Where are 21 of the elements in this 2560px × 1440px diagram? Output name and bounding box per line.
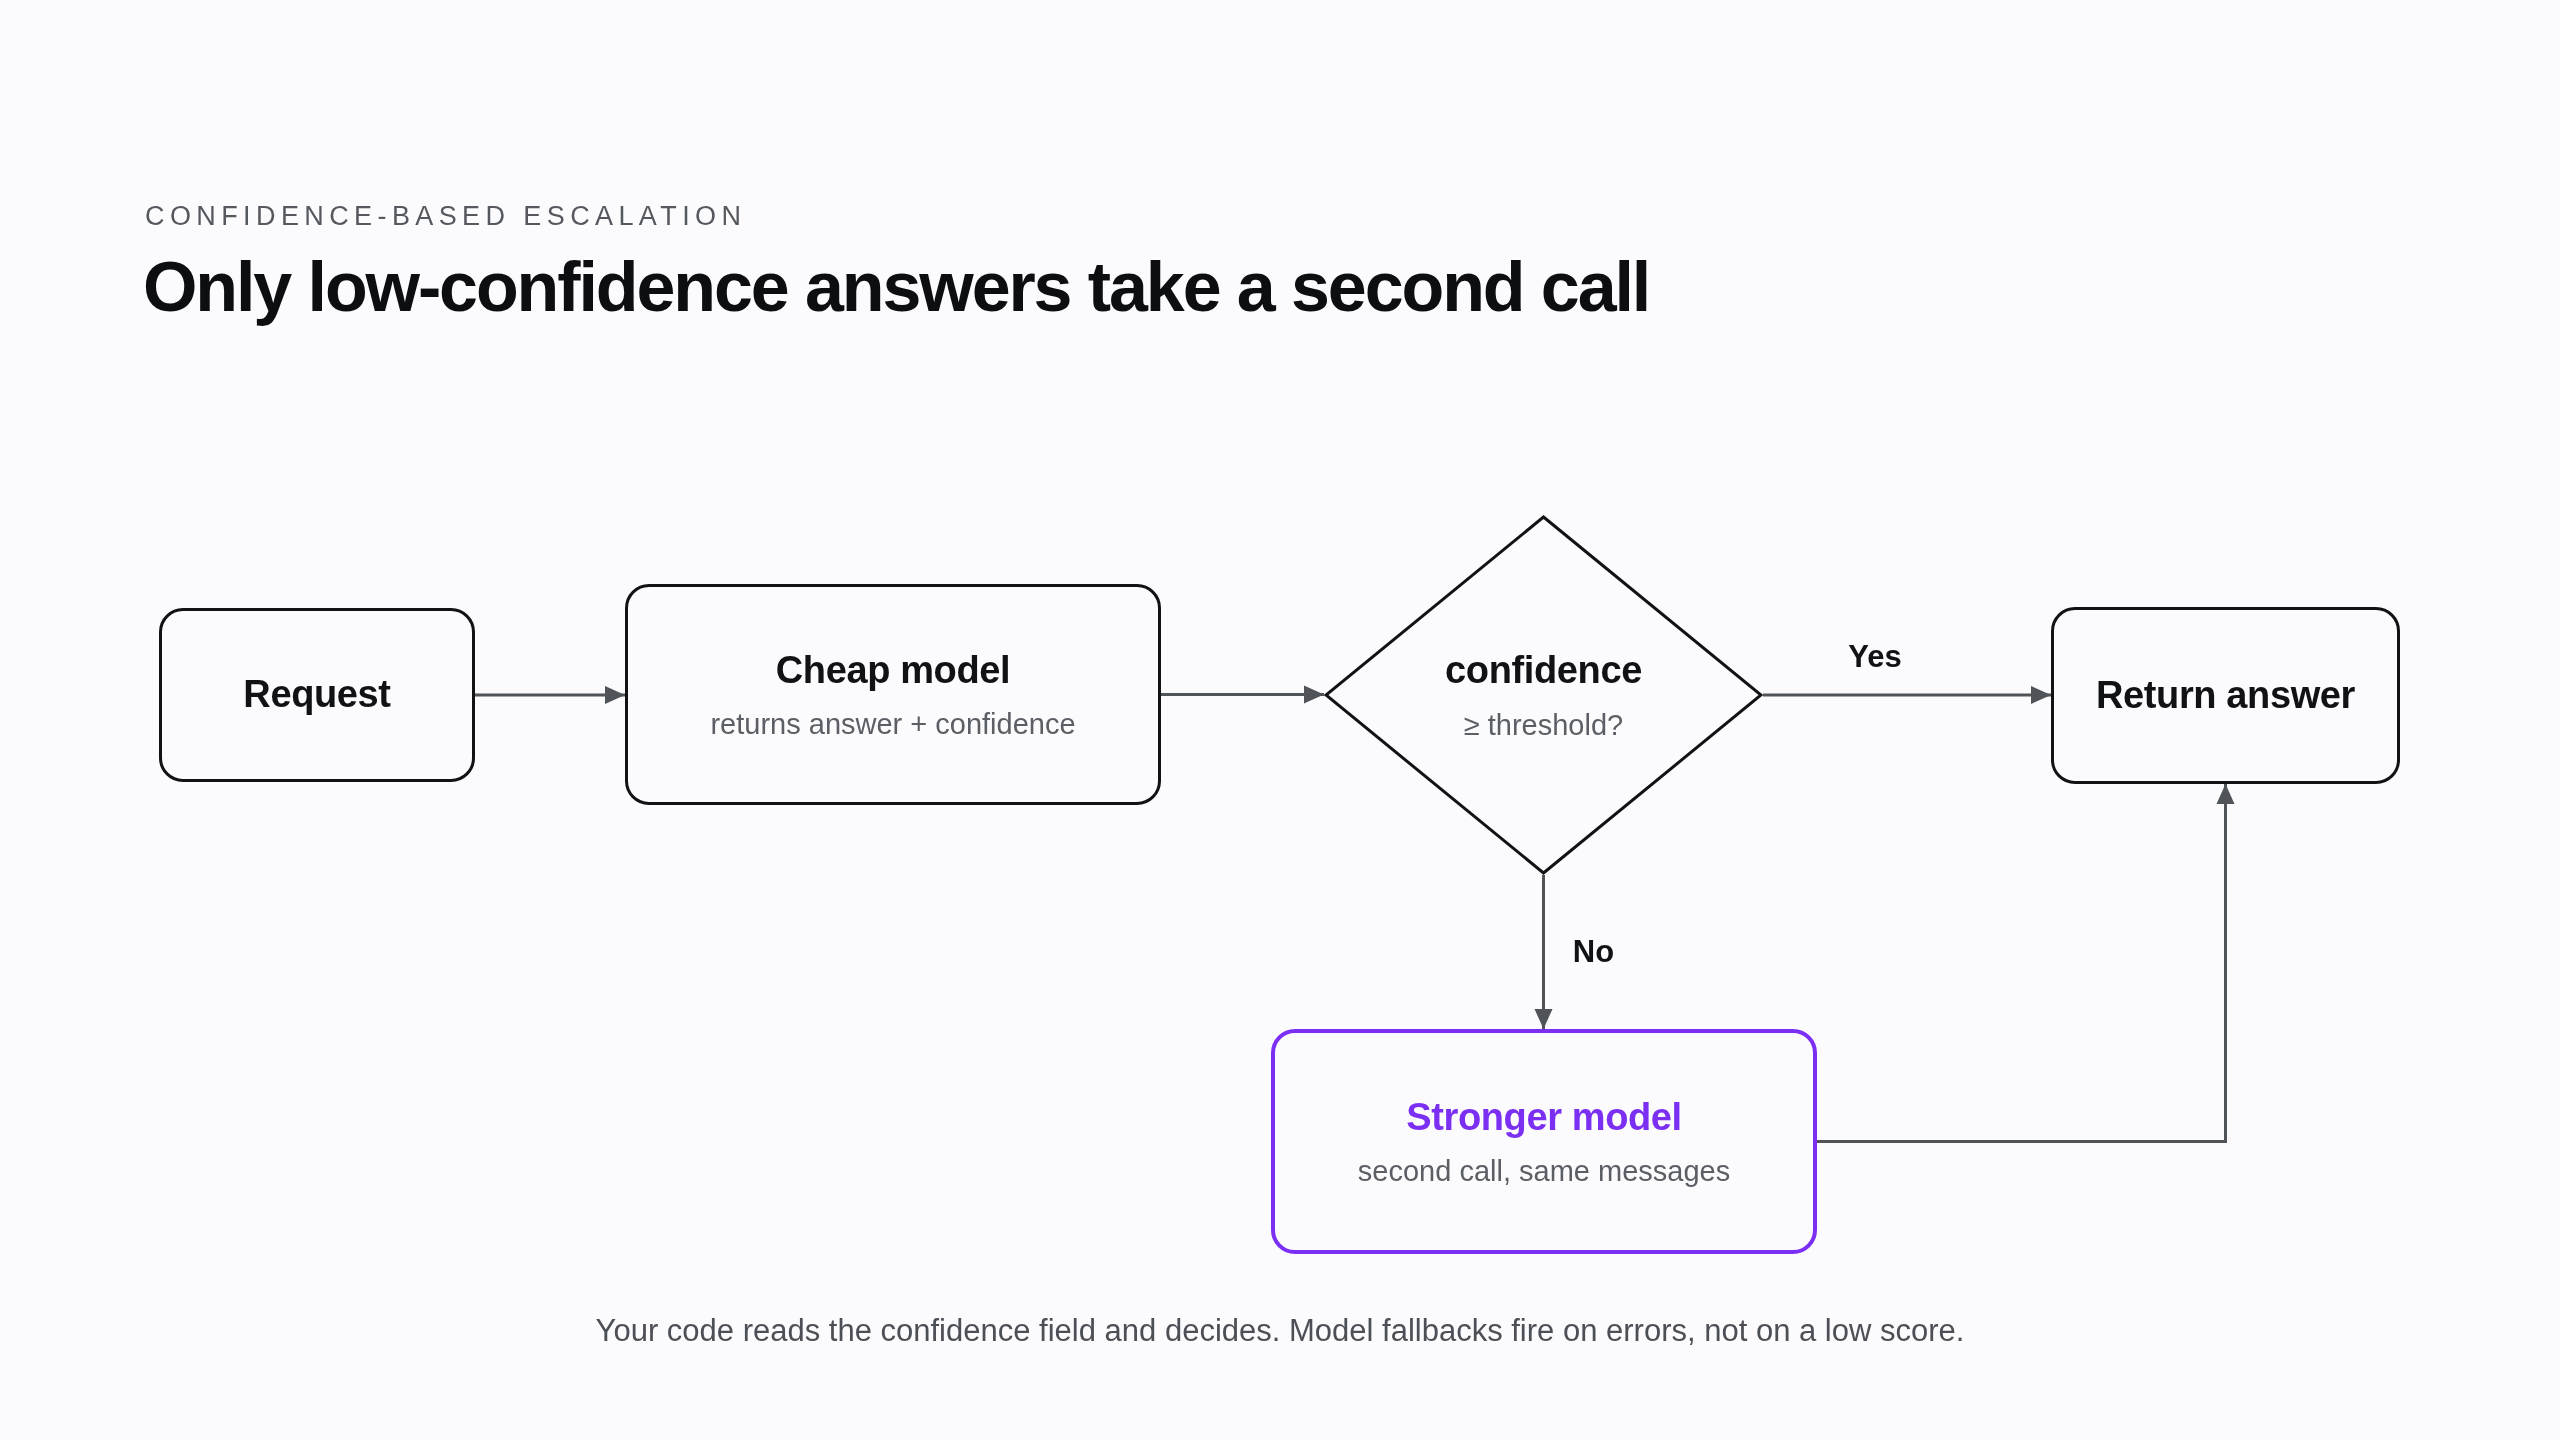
process-box <box>625 584 1161 805</box>
node-title: Request <box>243 672 391 718</box>
node-title: confidence <box>1445 648 1642 694</box>
caption: Your code reads the confidence field and decides. Model fallbacks fire on errors, not on a low score. <box>594 1312 1966 1350</box>
node-subtitle: ≥ threshold? <box>1463 707 1624 743</box>
arrow <box>475 686 625 704</box>
node-subtitle: returns answer + confidence <box>710 707 1076 743</box>
node-subtitle: second call, same messages <box>1357 1154 1731 1190</box>
node-title: Stronger model <box>1406 1094 1682 1140</box>
node-title: Return answer <box>2096 672 2355 718</box>
process-box <box>2051 607 2400 784</box>
arrow <box>1161 685 1324 704</box>
title: Only low-confidence answers take a second call <box>143 247 1650 328</box>
arrow <box>1534 875 1553 1029</box>
node-title: Cheap model <box>775 647 1011 693</box>
arrow <box>1817 784 2235 1143</box>
process-box <box>159 608 475 782</box>
arrow <box>1763 686 2051 704</box>
section-label: CONFIDENCE-BASED ESCALATION <box>145 200 747 233</box>
process-box <box>1271 1029 1817 1254</box>
decision-diamond <box>1324 515 1763 875</box>
